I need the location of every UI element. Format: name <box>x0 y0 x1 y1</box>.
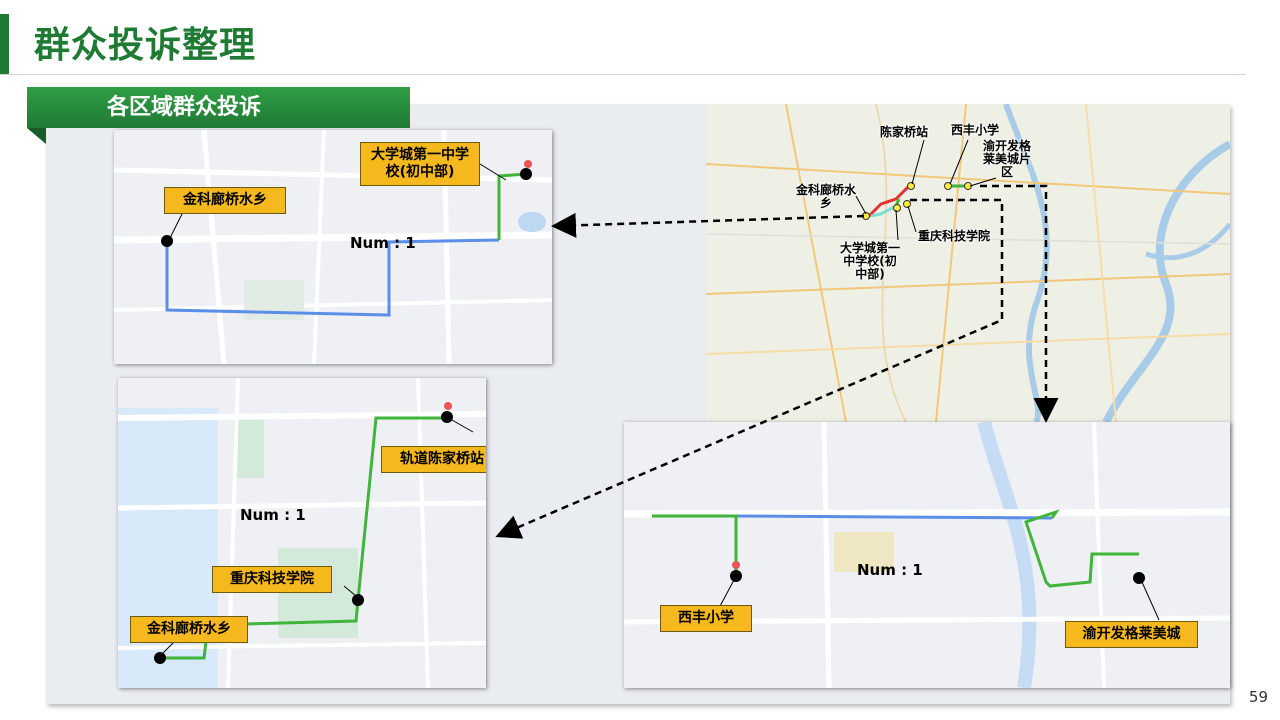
overview-label-yukai: 渝开发格莱美城片区 <box>982 139 1031 179</box>
arrow-to-xifeng-map <box>980 184 1059 423</box>
callout-yukai: 渝开发格莱美城 <box>1065 621 1198 648</box>
callout-jinke: 金科廊桥水乡 <box>130 616 248 643</box>
num-label: Num : 1 <box>240 506 306 524</box>
callout-jinke: 金科廊桥水乡 <box>164 187 286 214</box>
title-accent-bar <box>0 14 9 74</box>
overview-map-graphic <box>706 104 1230 422</box>
section-tab-fold <box>27 128 46 144</box>
detail-map-daxuecheng: 大学城第一中学校(初中部) 金科廊桥水乡 Num : 1 <box>114 130 552 364</box>
num-label: Num : 1 <box>857 561 923 579</box>
page-title: 群众投诉整理 <box>34 24 257 66</box>
overview-map: 陈家桥站 西丰小学 渝开发格莱美城片区 金科廊桥水乡 大学城第一中学校(初中部)… <box>706 104 1230 422</box>
arrow-to-daxuecheng-map <box>551 212 865 238</box>
title-divider <box>0 74 1246 75</box>
detail-map-xifeng: 西丰小学 渝开发格莱美城 Num : 1 <box>624 422 1230 688</box>
callout-xifeng-school: 西丰小学 <box>660 605 752 632</box>
detail-map-chenjiaqiao: 轨道陈家桥站 重庆科技学院 金科廊桥水乡 Num : 1 <box>118 378 486 688</box>
overview-label-jinke: 金科廊桥水乡 <box>795 183 856 210</box>
callout-daxuecheng-school: 大学城第一中学校(初中部) <box>360 142 480 186</box>
arrow-to-chenjiaqiao-map <box>495 198 1004 539</box>
overview-label-chongke: 重庆科技学院 <box>918 229 991 243</box>
page-number: 59 <box>1248 688 1268 706</box>
overview-label-chenjiaqiao: 陈家桥站 <box>880 125 929 139</box>
section-heading: 各区域群众投诉 <box>27 87 410 128</box>
overview-label-daxuecheng: 大学城第一中学校(初中部) <box>839 241 900 281</box>
overview-label-xifeng: 西丰小学 <box>951 123 1000 137</box>
callout-chongke-college: 重庆科技学院 <box>212 566 332 593</box>
callout-chenjiaqiao-station: 轨道陈家桥站 <box>381 446 486 473</box>
detail-map-chenjiaqiao-graphic <box>118 378 486 688</box>
num-label: Num : 1 <box>350 234 416 252</box>
